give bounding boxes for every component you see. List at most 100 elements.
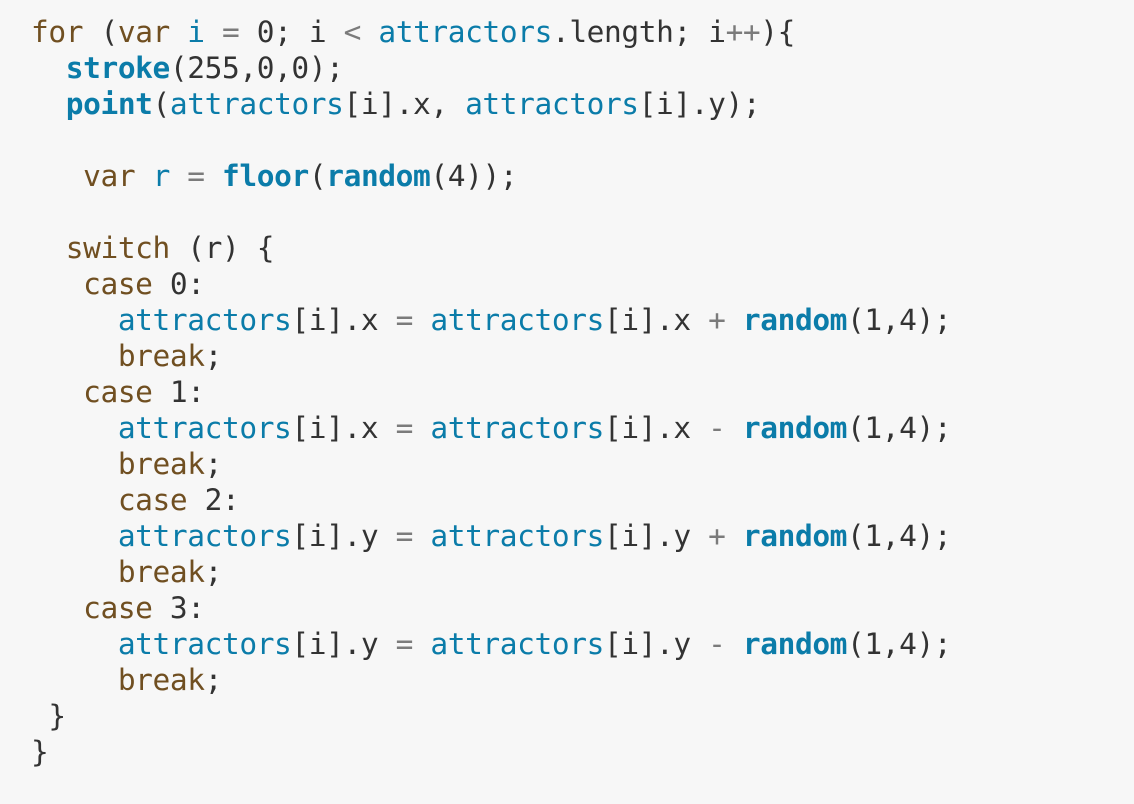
code-token [413, 627, 430, 661]
code-token [31, 519, 118, 553]
code-token: attractors [117, 411, 292, 445]
code-line: case 0: [31, 266, 1134, 302]
code-token: case [83, 375, 153, 409]
code-token: random [742, 303, 848, 337]
code-token [726, 519, 743, 553]
code-token: floor [222, 159, 309, 193]
code-line: attractors[i].y = attractors[i].y + rand… [31, 518, 1134, 554]
code-token: attractors [117, 303, 292, 337]
code-token: - [708, 627, 726, 661]
code-token [31, 411, 118, 445]
code-token: break [117, 447, 205, 481]
code-token: (255,0,0); [169, 51, 344, 85]
code-token: for [31, 15, 84, 49]
code-token: break [117, 663, 205, 697]
code-token [726, 411, 743, 445]
code-token [31, 663, 118, 697]
code-token: = [395, 411, 414, 445]
code-token [31, 555, 118, 589]
code-token: ; [204, 339, 223, 373]
code-token: 3: [152, 591, 205, 625]
code-token [726, 303, 743, 337]
code-line: case 2: [31, 482, 1134, 518]
code-token: case [83, 591, 153, 625]
code-token: random [742, 411, 848, 445]
code-line [31, 122, 1134, 158]
code-line: break; [31, 554, 1134, 590]
code-token [413, 303, 430, 337]
code-token: [i].y [603, 627, 709, 661]
code-token: attractors [117, 627, 292, 661]
code-token: (4)); [430, 159, 518, 193]
code-token: 1: [152, 375, 205, 409]
code-token [31, 591, 83, 625]
code-token: + [708, 519, 726, 553]
code-line: var r = floor(random(4)); [31, 158, 1134, 194]
code-token: attractors [117, 519, 292, 553]
code-token [413, 411, 430, 445]
code-line: point(attractors[i].x, attractors[i].y); [31, 86, 1134, 122]
code-token: (1,4); [847, 627, 952, 661]
code-token: case [117, 483, 188, 517]
code-token: attractors [378, 15, 552, 49]
code-line: break; [31, 662, 1134, 698]
code-token [31, 375, 83, 409]
code-token: ( [308, 159, 327, 193]
code-token: [i].x [291, 411, 396, 445]
code-token: ; [204, 555, 223, 589]
code-token: (r) { [169, 231, 275, 265]
code-token: ( [152, 87, 171, 121]
code-token: [i].y [291, 627, 396, 661]
code-line: switch (r) { [31, 230, 1134, 266]
code-token: break [117, 339, 205, 373]
code-token: - [708, 411, 726, 445]
code-line: } [31, 734, 1134, 770]
code-token [31, 231, 66, 265]
code-token: r [152, 159, 171, 193]
code-token: = [204, 15, 257, 49]
code-token: switch [65, 231, 171, 265]
code-token: random [326, 159, 431, 193]
code-token [170, 15, 187, 49]
code-token [31, 267, 83, 301]
code-token: break [117, 555, 205, 589]
code-token: [i].x [603, 303, 709, 337]
code-token [31, 339, 118, 373]
code-token: 2: [187, 483, 240, 517]
code-line: attractors[i].y = attractors[i].y - rand… [31, 626, 1134, 662]
code-token: i [308, 15, 327, 49]
code-token: attractors [169, 87, 344, 121]
code-token [31, 447, 118, 481]
code-token: case [83, 267, 153, 301]
code-token: [i].x [291, 303, 396, 337]
code-token: i [187, 15, 205, 49]
code-line: } [31, 698, 1134, 734]
code-token: attractors [430, 411, 604, 445]
code-token: ){ [760, 15, 796, 49]
code-token: point [65, 87, 153, 121]
code-token: var [117, 15, 170, 49]
code-token: attractors [430, 627, 604, 661]
code-token: [i].y [291, 519, 396, 553]
code-token: 0: [152, 267, 205, 301]
code-token: attractors [430, 303, 604, 337]
code-token: ; [204, 663, 223, 697]
code-line: for (var i = 0; i < attractors.length; i… [31, 14, 1134, 50]
code-token: [i].y); [638, 87, 761, 121]
code-token [31, 627, 118, 661]
code-token [31, 303, 118, 337]
code-token: ++ [725, 15, 761, 49]
code-token: } [31, 699, 66, 733]
code-line: attractors[i].x = attractors[i].x + rand… [31, 302, 1134, 338]
code-token: = [169, 159, 223, 193]
code-line [31, 194, 1134, 230]
code-token: .length; i [551, 15, 726, 49]
code-token: random [742, 627, 848, 661]
code-token: 0 [256, 15, 275, 49]
code-token: [i].x, [343, 87, 466, 121]
code-token: ( [83, 15, 118, 49]
code-line: break; [31, 338, 1134, 374]
code-token [135, 159, 152, 193]
code-token [31, 51, 66, 85]
code-token: stroke [65, 51, 171, 85]
